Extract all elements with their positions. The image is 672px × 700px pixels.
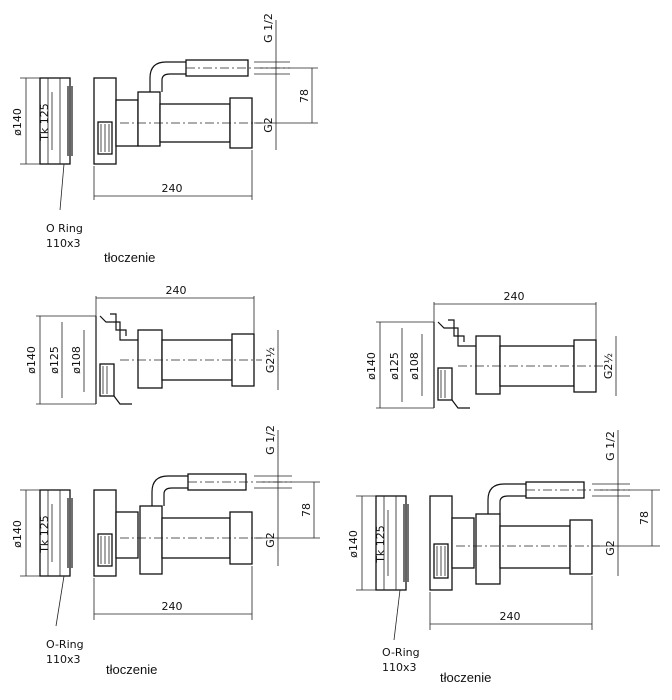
dim-d125: ø125 (48, 346, 61, 374)
dim-d140: ø140 (11, 108, 24, 136)
dim-78: 78 (300, 503, 313, 517)
dim-78: 78 (638, 511, 651, 525)
caption-tloczenie: tłoczenie (440, 670, 491, 685)
sleeve (137, 91, 161, 147)
bent-tube (487, 483, 528, 514)
sleeve (475, 335, 501, 395)
dim-length: 240 (162, 600, 183, 613)
flange-ring (375, 495, 407, 591)
caption-tloczenie: tłoczenie (106, 662, 157, 677)
oring-size: 110x3 (382, 661, 417, 674)
dim-tk125: Tk 125 (38, 103, 51, 142)
sleeve (139, 505, 163, 575)
figure-1: ø140 Tk 125 240 G2 78 G 1/2 O Ring 110x3… (11, 13, 318, 265)
flange-profile (95, 315, 138, 404)
caption-tloczenie: tłoczenie (104, 250, 155, 265)
main-pipe (499, 525, 571, 569)
dim-g-half: G 1/2 (604, 431, 617, 461)
flange-profile (433, 321, 476, 408)
dim-g2: G2 (262, 117, 275, 133)
oring-label: O-Ring (46, 638, 84, 651)
dim-g2-half: G2½ (264, 347, 277, 373)
dim-tk125: Tk 125 (374, 525, 387, 564)
dim-d140: ø140 (365, 352, 378, 380)
dim-g-half: G 1/2 (264, 425, 277, 455)
dim-length: 240 (504, 290, 525, 303)
oring-label: O-Ring (382, 646, 420, 659)
oring-label: O Ring (46, 222, 83, 235)
dim-g-half: G 1/2 (262, 13, 275, 43)
dim-d108: ø108 (70, 346, 83, 374)
bent-tube (151, 475, 190, 506)
oring-size: 110x3 (46, 653, 81, 666)
dim-g2: G2 (604, 540, 617, 556)
dim-d140: ø140 (25, 346, 38, 374)
dim-length: 240 (166, 284, 187, 297)
figure-2: ø140 ø125 ø108 240 G2½ (25, 284, 279, 405)
sleeve (137, 329, 163, 389)
dim-d108: ø108 (408, 352, 421, 380)
dim-g2: G2 (264, 532, 277, 548)
pipe-nut (569, 519, 593, 575)
dim-d140: ø140 (11, 520, 24, 548)
dim-d125: ø125 (388, 352, 401, 380)
flange-ring (39, 489, 71, 577)
dim-g2-half: G2½ (602, 353, 615, 379)
bent-tube (149, 61, 188, 92)
dim-length: 240 (500, 610, 521, 623)
dim-78: 78 (298, 89, 311, 103)
figure-3: ø140 ø125 ø108 240 G2½ (365, 290, 617, 409)
figure-4: ø140 Tk 125 240 G2 78 G 1/2 O-Ring 110x3… (11, 425, 320, 677)
sleeve (475, 513, 501, 585)
dim-tk125: Tk 125 (38, 515, 51, 554)
figure-5: ø140 Tk 125 240 G2 78 G 1/2 O-Ring 110x3… (347, 430, 660, 685)
oring-size: 110x3 (46, 237, 81, 250)
flange-ring (39, 77, 71, 165)
dim-length: 240 (162, 182, 183, 195)
dim-d140: ø140 (347, 530, 360, 558)
